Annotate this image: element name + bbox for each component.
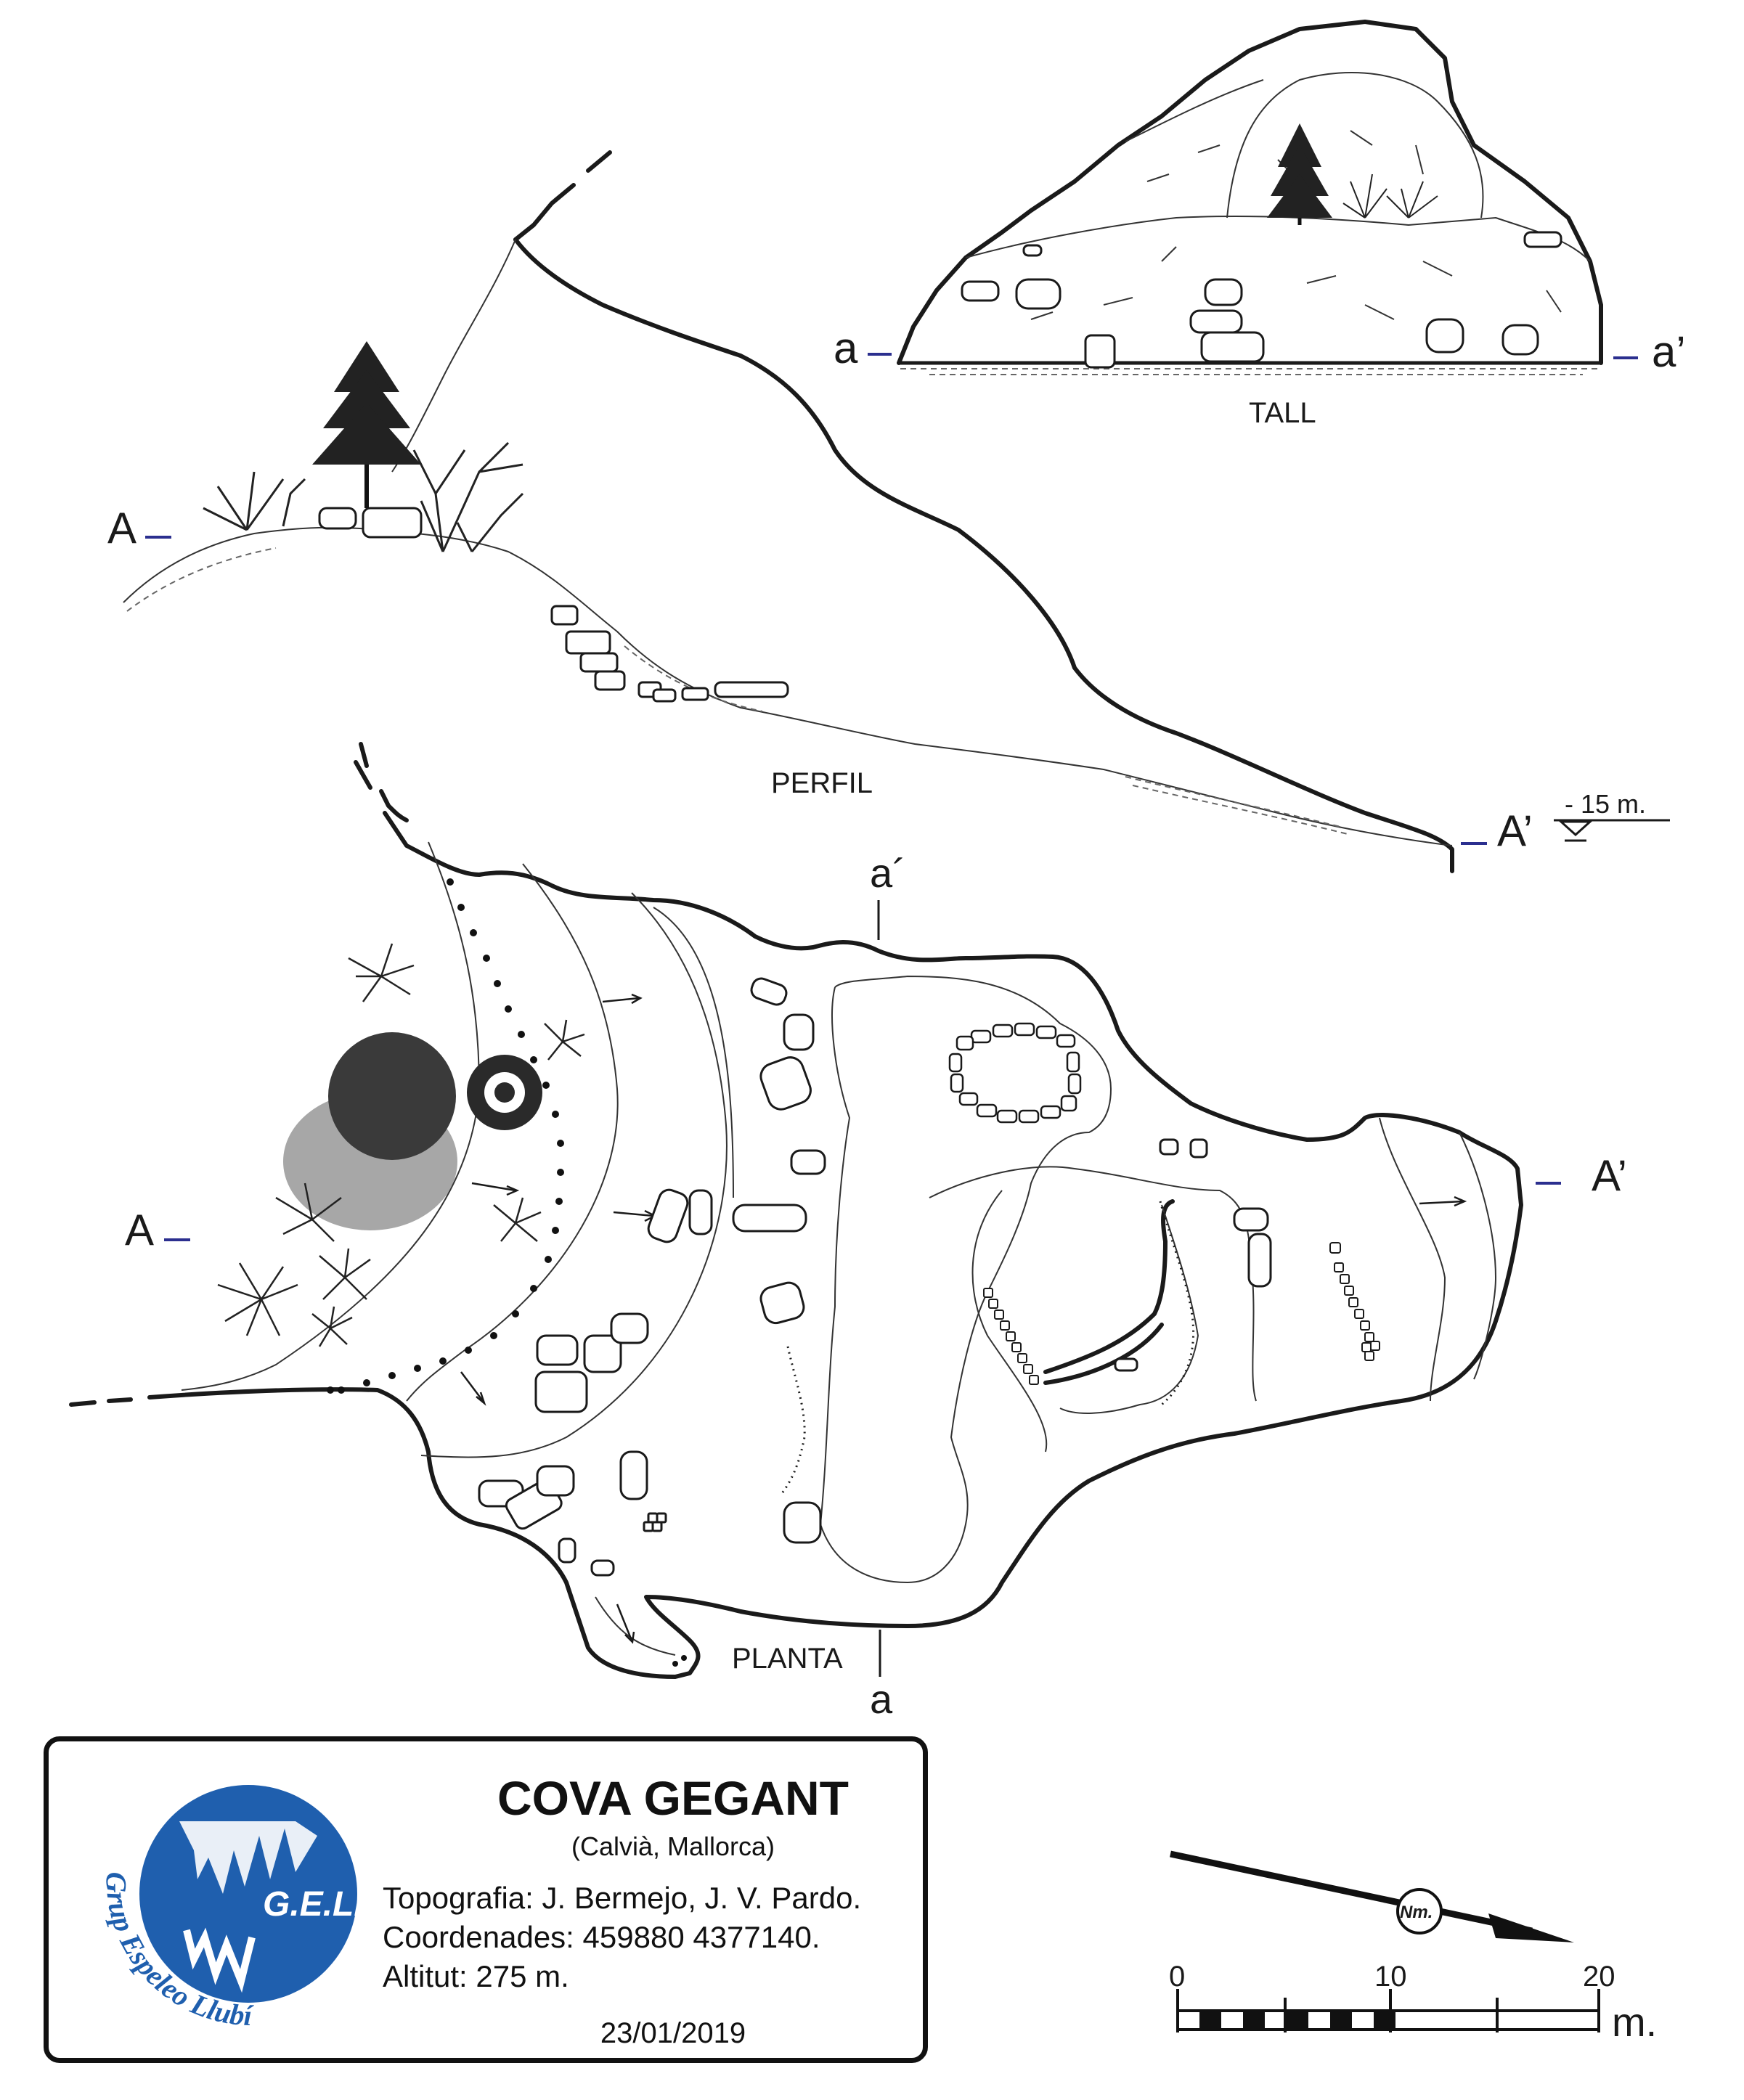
scale-tick-20: 20 [1583, 1961, 1615, 1993]
scale-tick-10: 10 [1374, 1961, 1407, 1993]
stone-circle [948, 1022, 1082, 1124]
tall-label: TALL [1249, 397, 1316, 429]
planta-label: PLANTA [732, 1643, 843, 1675]
section-label-a: a [834, 324, 858, 372]
north-arrow: Nm. [1170, 1850, 1574, 1942]
logo-abbrev: G.E.LL. [263, 1885, 383, 1924]
topography-credit: Topografia: J. Bermejo, J. V. Pardo. [383, 1881, 862, 1915]
cross-section-tall: a a’ TALL [834, 20, 1686, 429]
tree-canopy-icon [283, 1032, 542, 1230]
pine-tree-icon [1267, 123, 1332, 225]
profile-label-A: A [107, 504, 136, 552]
plan-label-A-prime: A’ [1592, 1151, 1627, 1200]
plan-rocks [478, 977, 1272, 1577]
survey-date: 23/01/2019 [600, 2017, 746, 2049]
shrub-icon [217, 943, 585, 1347]
depth-label: - 15 m. [1565, 789, 1646, 819]
shrub-icon [203, 441, 524, 552]
coordinates: Coordenades: 459880 4377140. [383, 1920, 820, 1954]
plan-label-a-acute: a´ [870, 850, 906, 896]
cave-location: (Calvià, Mallorca) [571, 1831, 775, 1861]
perfil-label: PERFIL [771, 767, 873, 799]
plan-label-A: A [125, 1206, 154, 1254]
scale-tick-0: 0 [1169, 1961, 1185, 1993]
profile-perfil: A A’ - 15 m. PERFIL [107, 150, 1670, 873]
cave-title: COVA GEGANT [497, 1771, 849, 1825]
scale-bar: 0 10 20 m. [1169, 1961, 1657, 2045]
profile-label-A-prime: A’ [1497, 806, 1533, 855]
title-block: G.E.LL. Grup Espeleo Llubí COVA GEGANT (… [44, 1736, 928, 2063]
stone-row [983, 1242, 1380, 1385]
slope-arrow-icon [460, 993, 1467, 1644]
dotted-boundary [327, 878, 564, 1394]
bush-icon [1342, 173, 1438, 218]
plan-planta: a´ a A A’ PLANTA [69, 760, 1627, 1722]
gell-logo: G.E.LL. Grup Espeleo Llubí [99, 1785, 383, 2032]
altitude: Altitut: 275 m. [383, 1959, 569, 1993]
section-label-a-prime: a’ [1652, 327, 1686, 376]
scale-unit: m. [1612, 1999, 1657, 2045]
pine-tree-icon [312, 341, 421, 508]
plan-label-a: a [870, 1676, 893, 1722]
depth-marker: - 15 m. [1554, 789, 1670, 842]
north-label: Nm. [1400, 1903, 1433, 1922]
